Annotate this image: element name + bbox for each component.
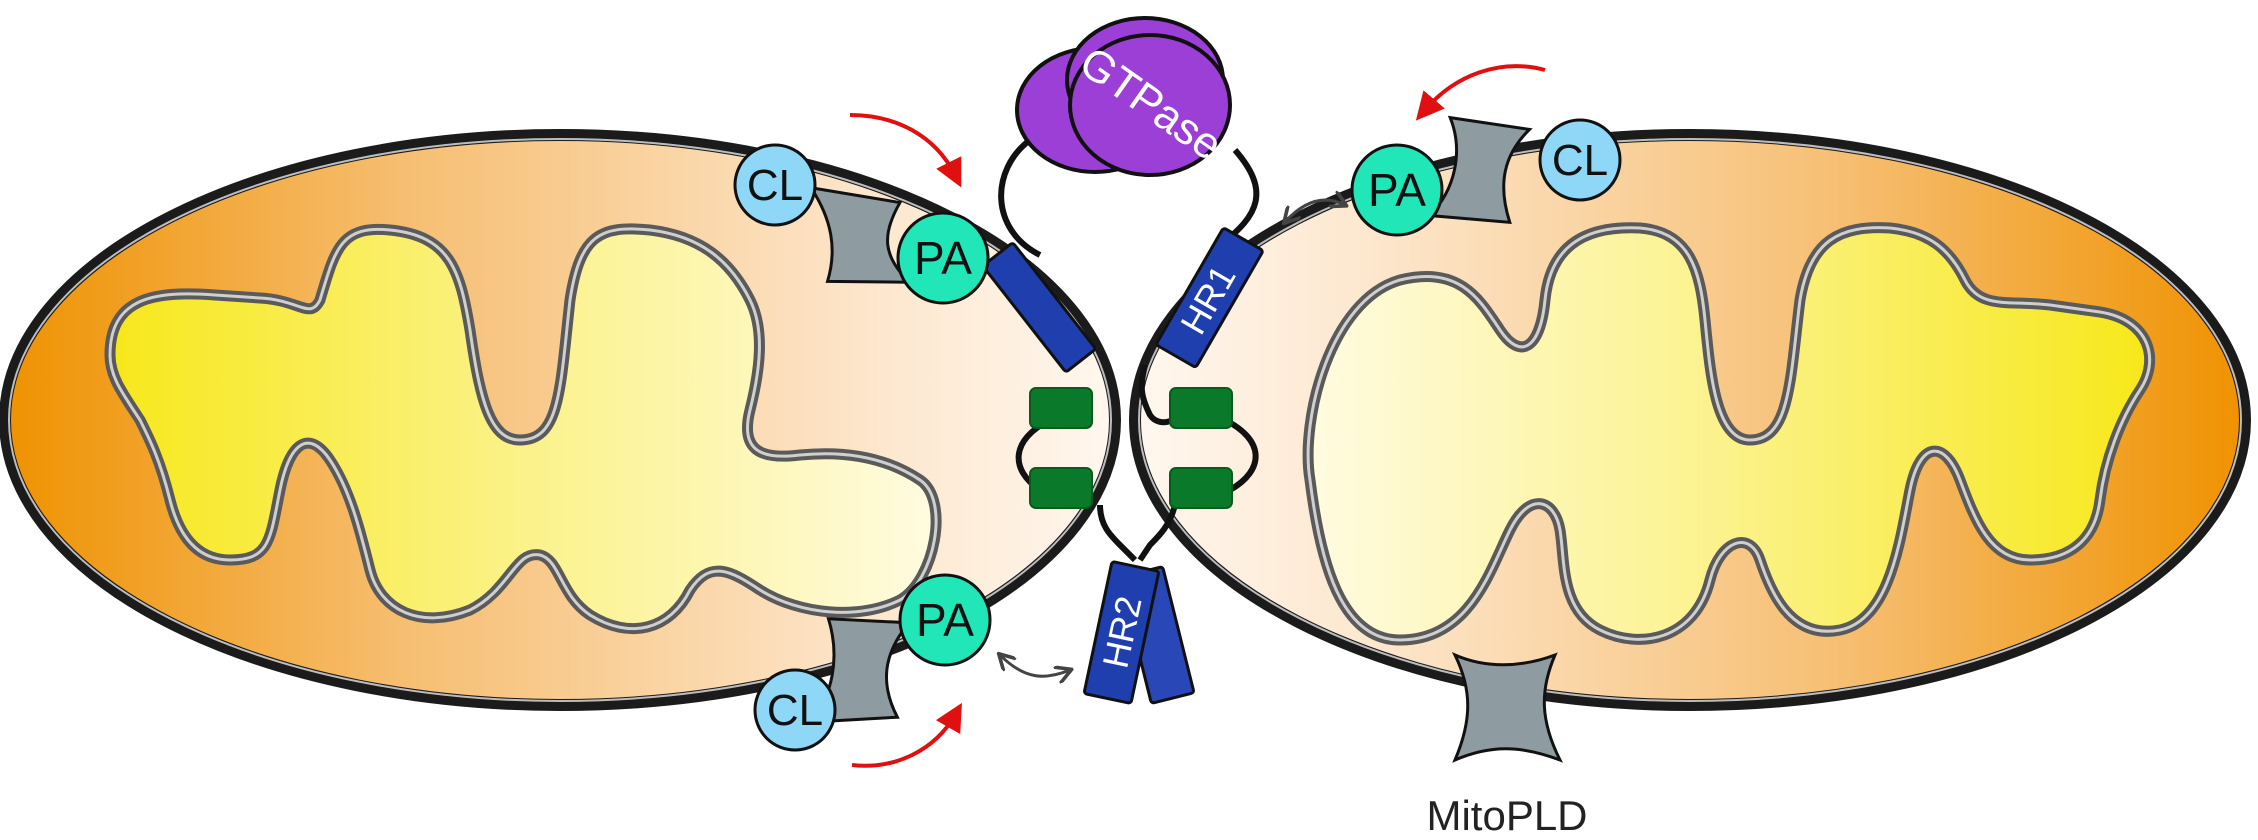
linker-left: [998, 137, 1042, 258]
tm-domain: [1169, 387, 1233, 429]
tm-domain: [1169, 467, 1233, 509]
mitopld-enzyme-upper-right: [1426, 115, 1533, 225]
tm-domain: [1029, 387, 1093, 429]
pa-upper-right: PA: [1350, 143, 1444, 237]
interaction-arrow-hr1-pa: [1285, 200, 1345, 222]
pa-label: PA: [916, 594, 974, 646]
mitopld-enzyme-upper-left: [807, 185, 913, 284]
pa-upper-left: PA: [896, 211, 990, 305]
cl-label: CL: [1552, 136, 1608, 185]
pa-label: PA: [1368, 164, 1426, 216]
cl-label: CL: [747, 161, 803, 210]
mitopld-enzyme-lower-left: [806, 617, 913, 724]
hr2-helix: HR2: [1083, 560, 1160, 705]
interaction-arrow-hr2-pa: [1000, 655, 1070, 676]
pa-label: PA: [914, 232, 972, 284]
gtpase-domain: GTPase: [1015, 16, 1232, 177]
cl-upper-right: CL: [1538, 118, 1622, 202]
cl-lower-left: CL: [753, 668, 837, 752]
mitopld-enzyme-bottom: [1451, 652, 1564, 763]
red-arrow-lower-left: [851, 702, 962, 768]
right-mitochondrion: [1129, 129, 2251, 711]
mitofusin-complex: GTPase HR1 HR2: [982, 16, 1264, 705]
pa-lower-left: PA: [898, 573, 992, 667]
red-arrow-upper-right: [1415, 64, 1546, 121]
red-arrow-upper-left: [849, 113, 962, 188]
helix-left-upper: [982, 242, 1097, 373]
cl-upper-left: CL: [733, 143, 817, 227]
mitopld-label: MitoPLD: [1426, 792, 1587, 839]
cl-label: CL: [767, 686, 823, 735]
tm-domain: [1029, 467, 1093, 509]
transmembrane-domains: [1029, 387, 1233, 509]
